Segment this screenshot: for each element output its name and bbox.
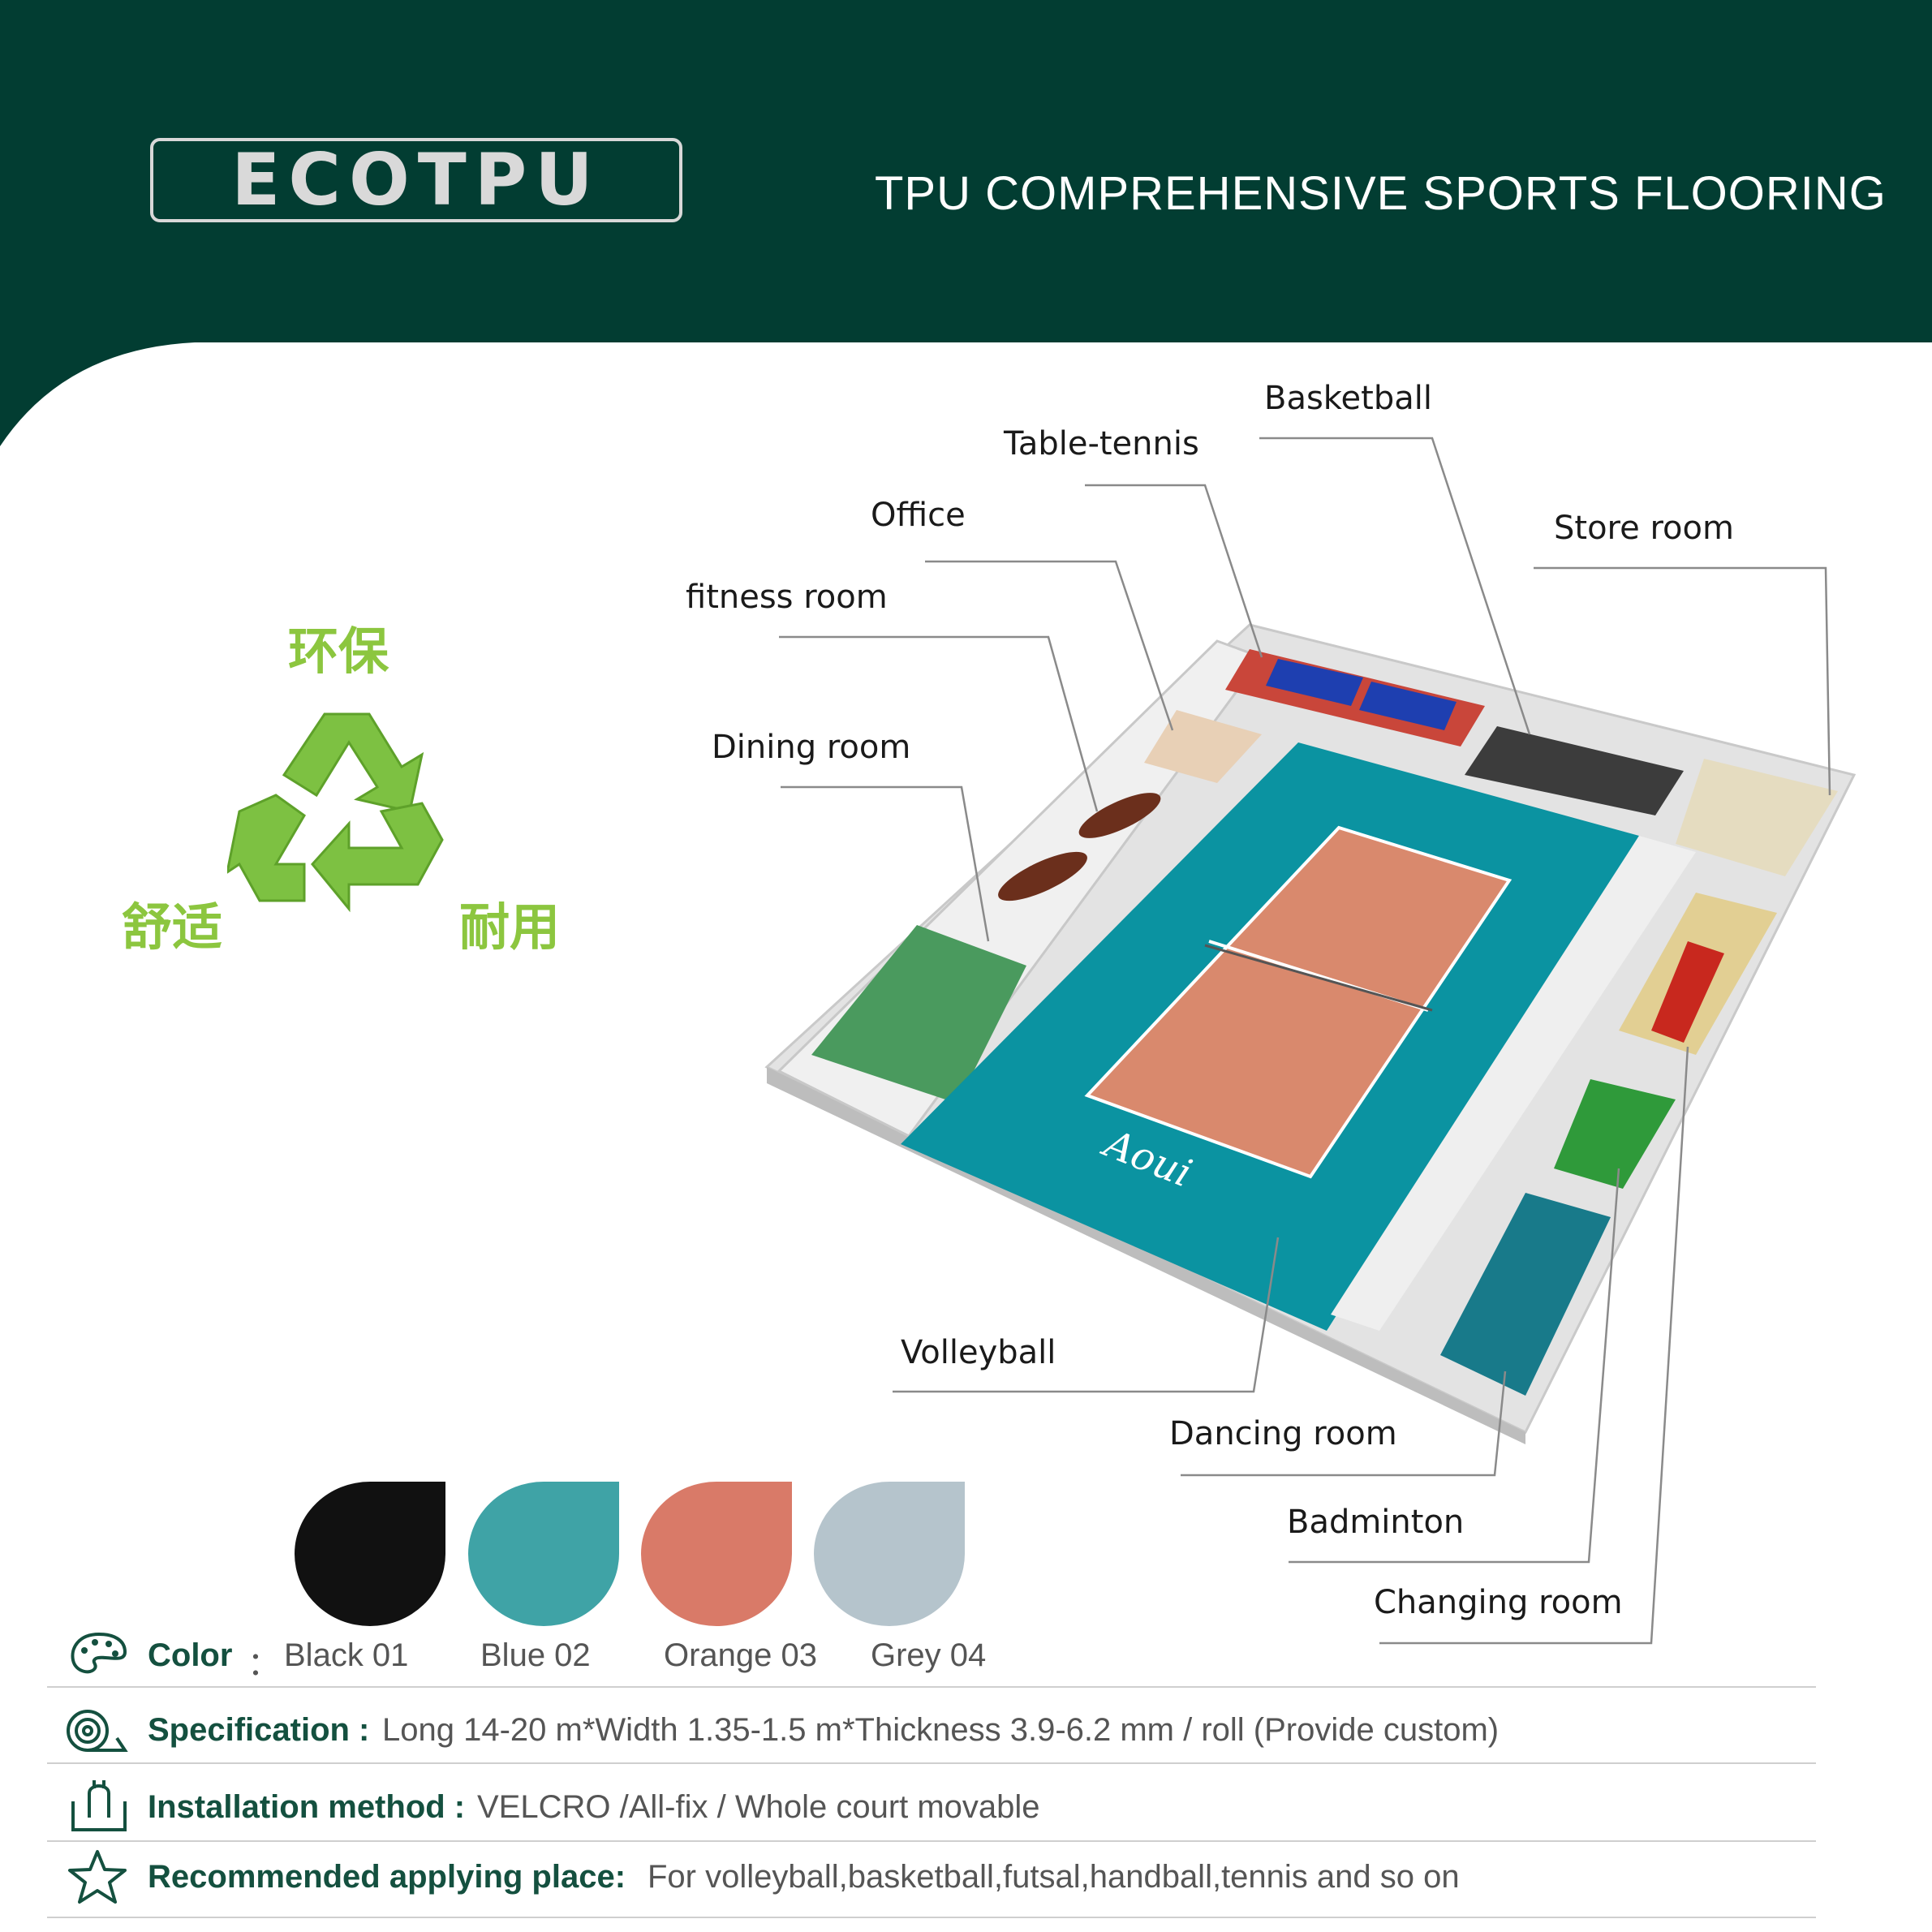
divider — [47, 1917, 1816, 1918]
eco-label-top: 环保 — [288, 622, 389, 681]
brand-logo: ECOTPU — [150, 138, 682, 222]
color-name-grey: Grey 04 — [871, 1637, 987, 1673]
installation-label: Installation method : — [148, 1789, 466, 1825]
color-name-orange: Orange 03 — [664, 1637, 818, 1673]
divider — [47, 1840, 1816, 1842]
label-store-room: Store room — [1554, 510, 1734, 547]
recommended-label: Recommended applying place: — [148, 1859, 626, 1895]
swatch-grey[interactable] — [814, 1482, 965, 1626]
palette-icon — [71, 1632, 127, 1674]
label-table-tennis: Table-tennis — [1004, 425, 1199, 463]
roll-icon — [67, 1710, 128, 1752]
label-badminton: Badminton — [1287, 1504, 1465, 1541]
eco-label-right: 耐用 — [459, 897, 561, 957]
color-separator: ： — [247, 1646, 280, 1682]
color-label: Color — [148, 1637, 233, 1673]
divider — [47, 1762, 1816, 1764]
color-name-blue: Blue 02 — [480, 1637, 591, 1673]
eco-label-left: 舒适 — [122, 897, 223, 957]
label-dancing-room: Dancing room — [1169, 1415, 1397, 1452]
label-changing-room: Changing room — [1374, 1584, 1623, 1621]
swatch-blue[interactable] — [468, 1482, 619, 1626]
color-name-black: Black 01 — [284, 1637, 409, 1673]
label-volleyball: Volleyball — [901, 1334, 1056, 1371]
star-icon — [68, 1850, 127, 1904]
swatch-black[interactable] — [295, 1482, 445, 1626]
specification-value: Long 14-20 m*Width 1.35-1.5 m*Thickness … — [382, 1712, 1500, 1748]
label-office: Office — [871, 497, 966, 534]
divider — [47, 1686, 1816, 1688]
brand-logo-text: ECOTPU — [231, 138, 601, 222]
label-fitness-room: fitness room — [686, 579, 888, 616]
recycle-icon — [227, 712, 444, 913]
swatch-orange[interactable] — [641, 1482, 792, 1626]
tool-icon — [71, 1780, 127, 1831]
label-basketball: Basketball — [1264, 380, 1432, 417]
label-dining-room: Dining room — [712, 729, 911, 766]
page-title: TPU COMPREHENSIVE SPORTS FLOORING — [875, 167, 1887, 220]
specification-label: Specification : — [148, 1712, 370, 1748]
recommended-value: For volleyball,basketball,futsal,handbal… — [648, 1859, 1460, 1895]
installation-value: VELCRO /All-fix / Whole court movable — [477, 1789, 1040, 1825]
